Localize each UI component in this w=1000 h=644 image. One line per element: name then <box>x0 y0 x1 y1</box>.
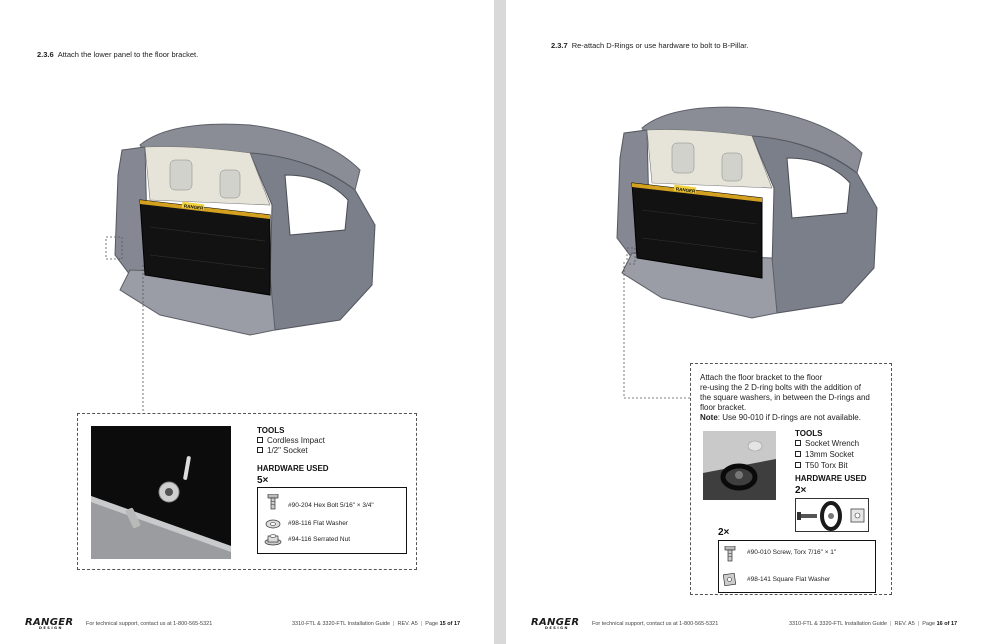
callout-leader <box>623 262 692 399</box>
step-number: 2.3.6 <box>37 50 54 59</box>
hardware-list-box: #90-204 Hex Bolt 5/16" × 3/4" #98-116 Fl… <box>257 487 407 554</box>
hardware-item: #90-010 Screw, Torx 7/16" × 1" <box>747 549 837 556</box>
hardware-title: HARDWARE USED <box>795 474 867 483</box>
tool-item: Cordless Impact <box>257 436 325 445</box>
hardware-item: #98-116 Flat Washer <box>288 520 348 527</box>
hardware-quantity: 2× <box>795 485 807 496</box>
page-number: 15 of 17 <box>439 621 461 627</box>
hardware-item: #90-204 Hex Bolt 5/16" × 3/4" <box>288 502 374 509</box>
tool-item: 1/2" Socket <box>257 446 308 455</box>
hardware-title: HARDWARE USED <box>257 464 329 473</box>
hardware-item: #98-141 Square Flat Washer <box>747 576 831 583</box>
tool-item: T50 Torx Bit <box>795 461 848 470</box>
torx-screw-icon <box>724 546 736 562</box>
serrated-nut-icon <box>264 534 282 546</box>
tools-title: TOOLS <box>257 426 285 435</box>
bolt-detail-photo <box>91 426 231 559</box>
checkbox-icon <box>795 440 801 446</box>
flat-washer-icon <box>265 519 281 529</box>
checkbox-icon <box>795 462 801 468</box>
page-gutter <box>494 0 506 644</box>
hex-bolt-icon <box>267 494 279 510</box>
detail-callout-box: TOOLS Cordless Impact 1/2" Socket HARDWA… <box>77 413 417 570</box>
note: Note: Use 90-010 if D-rings are not avai… <box>700 413 861 422</box>
support-contact: For technical support, contact us at 1-8… <box>86 621 213 627</box>
detail-callout-box: Attach the floor bracket to the floor re… <box>690 363 892 595</box>
step-number: 2.3.7 <box>551 41 568 50</box>
document-info: 3310-FTL & 3320-FTL Installation Guide|R… <box>292 621 461 627</box>
instructions: Attach the floor bracket to the floor re… <box>700 373 890 423</box>
d-ring-icon <box>797 501 865 531</box>
document-info: 3310-FTL & 3320-FTL Installation Guide|R… <box>789 621 958 627</box>
hardware-list-box: #90-010 Screw, Torx 7/16" × 1" #98-141 S… <box>718 540 876 593</box>
checkbox-icon <box>795 451 801 457</box>
checkbox-icon <box>257 437 263 443</box>
panel-label: RANGER <box>676 186 697 193</box>
step-text: Attach the lower panel to the floor brac… <box>57 50 199 59</box>
van-illustration: RANGER <box>105 123 376 336</box>
panel-label: RANGER <box>184 203 205 210</box>
tools-title: TOOLS <box>795 429 823 438</box>
tool-item: Socket Wrench <box>795 439 859 448</box>
step-text: Re-attach D-Rings or use hardware to bol… <box>571 41 749 50</box>
tool-item: 13mm Socket <box>795 450 854 459</box>
checkbox-icon <box>257 447 263 453</box>
d-ring-hardware-image <box>795 498 869 532</box>
square-washer-icon <box>723 573 736 586</box>
hardware-quantity-2: 2× <box>718 527 730 538</box>
hardware-quantity: 5× <box>257 475 269 486</box>
support-contact: For technical support, contact us at 1-8… <box>592 621 719 627</box>
hardware-item: #94-116 Serrated Nut <box>288 536 351 543</box>
d-ring-detail-photo <box>703 431 776 500</box>
callout-leader <box>142 265 144 413</box>
page-number: 16 of 17 <box>936 621 958 627</box>
van-illustration: RANGER <box>616 106 878 319</box>
